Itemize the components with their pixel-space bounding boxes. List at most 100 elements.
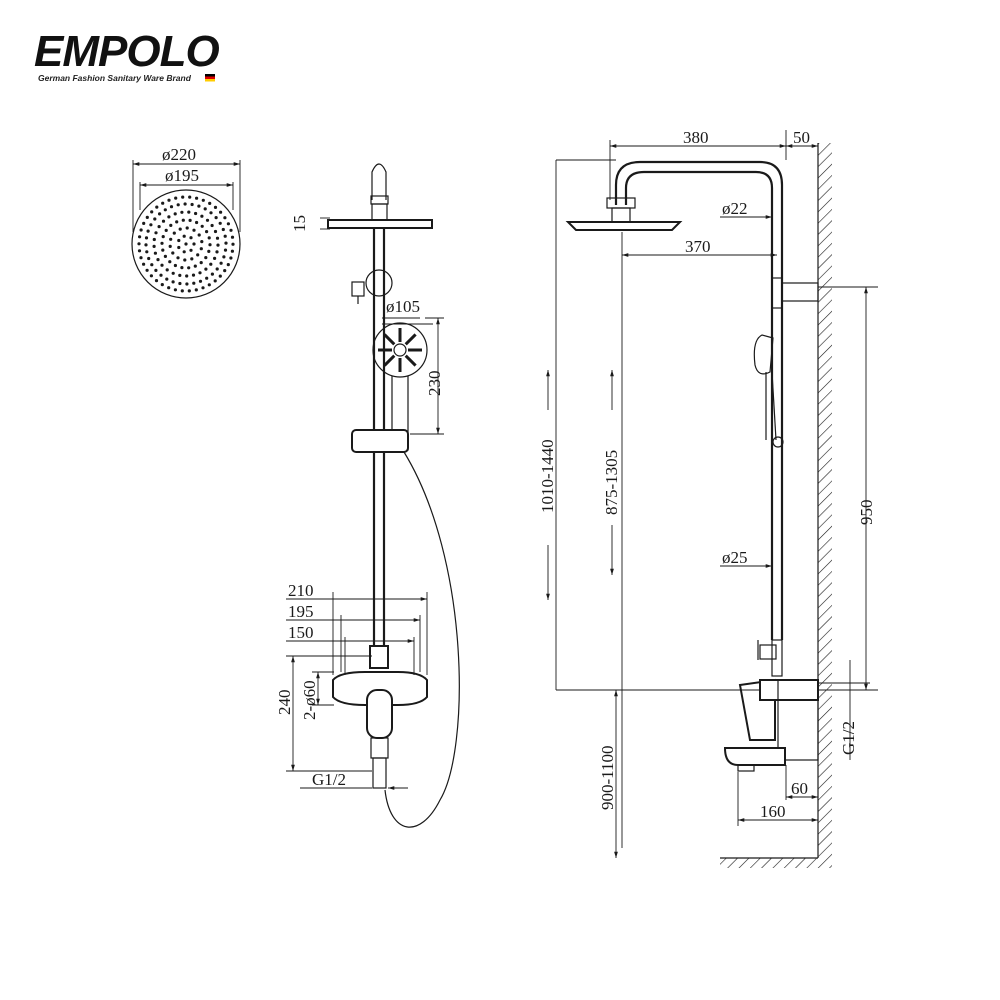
nozzle-dot: [177, 245, 181, 250]
nozzle-dot: [178, 281, 182, 286]
dim-width-195: 195: [288, 602, 314, 621]
nozzle-dot: [223, 216, 227, 220]
nozzle-dot: [178, 227, 182, 231]
nozzle-dot: [226, 263, 230, 267]
nozzle-dot: [180, 289, 184, 293]
nozzle-dot: [146, 229, 150, 233]
dim-height-240: 240: [275, 690, 294, 716]
dim-arm-dia: ø22: [722, 199, 748, 218]
nozzle-dot: [174, 196, 178, 200]
dim-spout-depth: 60: [791, 779, 808, 798]
nozzle-dot: [193, 264, 197, 268]
nozzle-dot: [168, 260, 172, 264]
nozzle-dot: [213, 256, 217, 260]
nozzle-dot: [188, 218, 192, 222]
nozzle-dot: [168, 244, 172, 248]
dim-total-height: 1010-1440: [538, 439, 557, 513]
nozzle-dot: [213, 279, 217, 283]
dim-adj-height: 875-1305: [602, 450, 621, 515]
nozzle-dot: [157, 225, 161, 229]
nozzle-dot: [195, 220, 199, 225]
german-flag-icon: [205, 74, 215, 82]
hand-shower-spoke: [383, 333, 396, 346]
nozzle-dot: [169, 223, 173, 227]
nozzle-dot: [204, 256, 208, 260]
dim-width-150: 150: [288, 623, 314, 642]
dim-hand-length: 230: [425, 371, 444, 397]
nozzle-dot: [177, 238, 181, 243]
nozzle-dot: [139, 256, 143, 260]
nozzle-dot: [173, 212, 177, 216]
dim-hand-dia: ø105: [386, 297, 420, 316]
nozzle-dot: [145, 268, 149, 272]
nozzle-dot: [226, 222, 230, 226]
nozzle-dot: [221, 227, 225, 232]
nozzle-dot: [223, 248, 228, 252]
nozzle-dot: [139, 228, 143, 232]
wall-hatch: [818, 143, 832, 858]
nozzle-dot: [165, 277, 169, 281]
nozzle-dot: [219, 210, 223, 214]
nozzle-dot: [218, 274, 222, 278]
nozzle-dot: [180, 210, 184, 214]
nozzle-dot: [188, 195, 192, 199]
nozzle-dot: [194, 211, 198, 216]
nozzle-dot: [223, 234, 227, 238]
nozzle-dot: [156, 258, 160, 262]
dim-mixer-holes: 2-ø60: [300, 680, 319, 720]
nozzle-dot: [201, 198, 205, 202]
dim-pipe-dia: ø25: [722, 548, 748, 567]
nozzle-dot: [183, 202, 187, 206]
nozzle-dot: [142, 221, 146, 225]
nozzle-dot: [181, 195, 185, 199]
nozzle-dot: [182, 234, 186, 238]
nozzle-dot: [223, 269, 227, 273]
hand-shower-spoke: [404, 333, 417, 346]
nozzle-dot: [160, 283, 164, 287]
nozzle-dot: [145, 250, 149, 254]
nozzle-dot: [152, 244, 156, 248]
nozzle-dot: [207, 283, 211, 287]
nozzle-dot: [144, 243, 148, 247]
dim-wall-gap: 50: [793, 128, 810, 147]
nozzle-dot: [214, 216, 218, 220]
nozzle-dot: [165, 268, 169, 272]
nozzle-dot: [192, 228, 196, 232]
nozzle-dot: [208, 201, 212, 205]
nozzle-dot: [171, 251, 175, 255]
nozzle-dot: [149, 223, 153, 227]
nozzle-dot: [185, 274, 189, 278]
nozzle-dot: [192, 281, 196, 285]
nozzle-dot: [169, 205, 174, 209]
nozzle-dot: [180, 266, 184, 270]
nozzle-dot: [184, 242, 188, 246]
nozzle-dot: [207, 236, 211, 240]
nozzle-dot: [209, 262, 213, 266]
nozzle-dot: [191, 273, 196, 277]
nozzle-dot: [144, 236, 149, 240]
nozzle-dot: [161, 248, 165, 252]
dim-bracket-height: 950: [857, 500, 876, 526]
nozzle-dot: [150, 263, 154, 267]
nozzle-dot: [189, 236, 193, 240]
dim-head-outer-dia: ø220: [162, 145, 196, 164]
hand-shower-spoke: [404, 354, 417, 367]
nozzle-dot: [201, 286, 205, 290]
nozzle-dot: [231, 242, 235, 246]
nozzle-dot: [153, 217, 157, 221]
nozzle-dot: [149, 274, 153, 278]
nozzle-dot: [192, 242, 196, 246]
hand-shower-spokes: [378, 328, 422, 372]
dim-arm-reach: 370: [685, 237, 711, 256]
shower-head-top-view: ø220 ø195: [131, 145, 241, 299]
nozzle-dot: [172, 231, 176, 235]
dim-head-thickness: 15: [290, 215, 309, 232]
nozzle-dot: [197, 204, 201, 208]
nozzle-dot: [194, 288, 198, 292]
nozzle-dot: [160, 241, 164, 245]
nozzle-dot: [137, 249, 142, 253]
nozzle-dot: [187, 289, 191, 293]
shower-side-view: 380 50 ø22 370 1010-1440 875-1305 950 ø2…: [538, 128, 878, 868]
nozzle-dot: [210, 272, 214, 276]
